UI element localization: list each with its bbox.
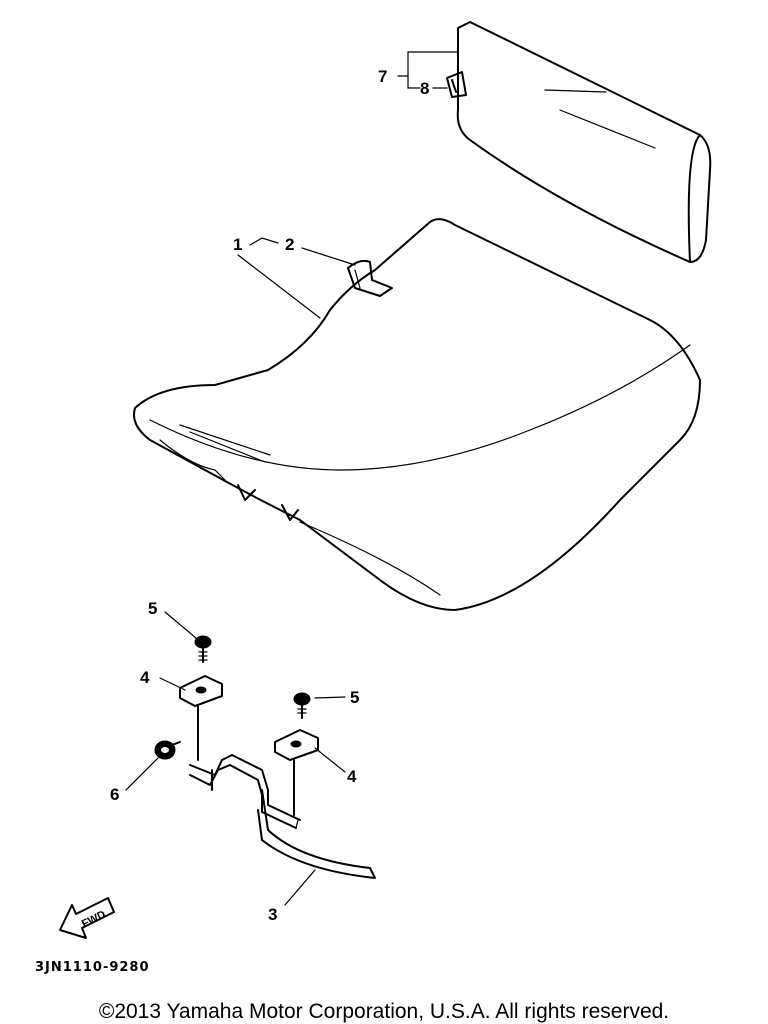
callout-5-left: 5 — [148, 599, 157, 618]
backrest-clip — [446, 71, 467, 98]
callout-5-right: 5 — [350, 688, 359, 707]
callout-7: 7 — [378, 67, 387, 86]
leader-lines — [125, 51, 459, 906]
callouts: 1 2 3 4 4 5 5 6 7 8 — [110, 67, 429, 924]
callout-1: 1 — [233, 235, 242, 254]
forward-arrow: FWD — [59, 897, 115, 939]
callout-4-left: 4 — [140, 668, 150, 687]
damper — [154, 740, 181, 760]
diagram-code: 3JN1110-9280 — [35, 960, 150, 975]
callout-2: 2 — [285, 235, 294, 254]
bracket-left — [179, 675, 223, 761]
copyright-notice: ©2013 Yamaha Motor Corporation, U.S.A. A… — [98, 1000, 670, 1023]
forward-arrow-label: FWD — [80, 908, 108, 930]
callout-6: 6 — [110, 785, 119, 804]
seat-rod — [189, 754, 376, 879]
seat-strap — [347, 259, 393, 297]
callout-4-right: 4 — [347, 767, 357, 786]
seat — [133, 218, 701, 611]
bolt-left — [194, 635, 212, 663]
callout-3: 3 — [268, 905, 277, 924]
bolt-right — [293, 692, 311, 719]
callout-8: 8 — [420, 79, 429, 98]
bracket-right — [274, 729, 319, 816]
backrest — [456, 21, 712, 263]
